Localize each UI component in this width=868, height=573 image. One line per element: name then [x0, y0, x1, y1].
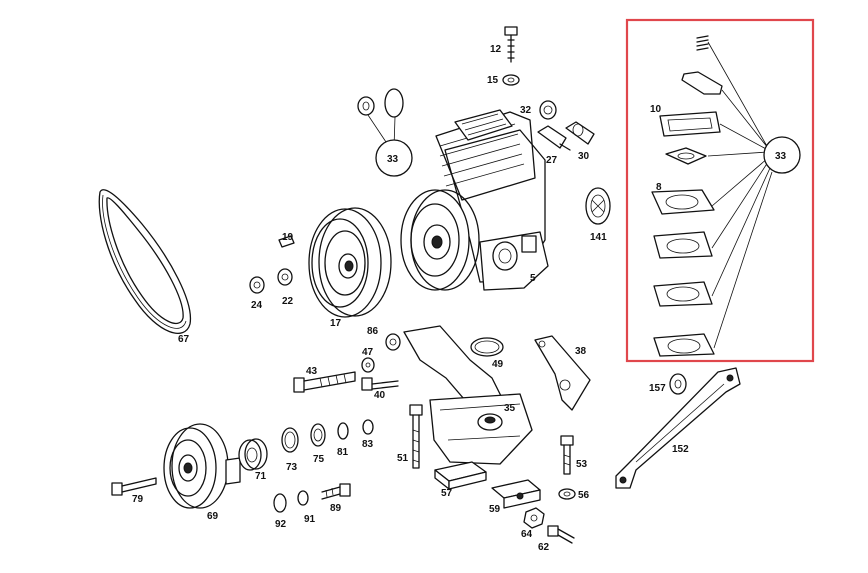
label-71: 71 — [255, 471, 267, 482]
fitting-27 — [537, 125, 571, 151]
label-10: 10 — [650, 104, 662, 115]
key-19 — [278, 235, 295, 248]
leader-lines-33 — [707, 41, 773, 349]
pulley-69 — [163, 423, 241, 509]
washer-86 — [385, 333, 401, 351]
bearing-71 — [238, 438, 268, 471]
label-8: 8 — [656, 182, 662, 193]
label-12: 12 — [490, 44, 502, 55]
spacer-57 — [434, 461, 487, 490]
nut-157 — [669, 373, 687, 395]
label-32: 32 — [520, 105, 532, 116]
label-53: 53 — [576, 459, 588, 470]
label-33a: 33 — [387, 154, 399, 165]
washer-81 — [337, 422, 349, 440]
label-86: 86 — [367, 326, 379, 337]
label-24: 24 — [251, 300, 263, 311]
tie-rod-152 — [615, 367, 741, 489]
label-33b: 33 — [775, 151, 787, 162]
ring-73 — [281, 427, 299, 453]
v-belt-67 — [98, 189, 192, 334]
callout-33b — [763, 136, 801, 174]
fitting-30 — [565, 121, 595, 145]
label-91: 91 — [304, 514, 316, 525]
spacer-59 — [491, 479, 541, 509]
cap-141 — [585, 187, 611, 225]
ring-75 — [310, 423, 326, 447]
label-157: 157 — [649, 383, 666, 394]
label-19: 19 — [282, 232, 294, 243]
label-43: 43 — [306, 366, 318, 377]
callout-33a — [375, 139, 413, 177]
label-67: 67 — [178, 334, 190, 345]
gasket-cylinder-2 — [653, 281, 713, 307]
label-27: 27 — [546, 155, 558, 166]
label-5: 5 — [530, 273, 536, 284]
pulley-17 — [308, 207, 392, 318]
bolt-62 — [547, 525, 575, 544]
nut-24 — [249, 276, 265, 294]
label-57: 57 — [441, 488, 453, 499]
bolt-53 — [560, 435, 574, 475]
label-62: 62 — [538, 542, 550, 553]
label-15: 15 — [487, 75, 499, 86]
label-152: 152 — [672, 444, 689, 455]
label-30: 30 — [578, 151, 590, 162]
washer-56 — [558, 488, 576, 500]
label-47: 47 — [362, 347, 374, 358]
bolt-89 — [321, 483, 351, 500]
bolt-40 — [361, 377, 399, 391]
label-17: 17 — [330, 318, 342, 329]
label-141: 141 — [590, 232, 607, 243]
oring-set-top — [357, 88, 404, 149]
washer-91 — [297, 490, 309, 506]
label-35: 35 — [504, 403, 516, 414]
oring-49 — [470, 337, 504, 357]
label-69: 69 — [207, 511, 219, 522]
label-89: 89 — [330, 503, 342, 514]
washer-92 — [273, 493, 287, 513]
label-75: 75 — [313, 454, 325, 465]
label-79: 79 — [132, 494, 144, 505]
gasket-8 — [651, 189, 715, 215]
label-83: 83 — [362, 439, 374, 450]
label-92: 92 — [275, 519, 287, 530]
bracket-35 — [403, 325, 533, 465]
washer-83 — [362, 419, 374, 435]
washer-47 — [361, 357, 375, 373]
label-49: 49 — [492, 359, 504, 370]
label-22: 22 — [282, 296, 294, 307]
washer-15 — [502, 74, 520, 86]
label-59: 59 — [489, 504, 501, 515]
gasket-valve-plate — [665, 147, 707, 165]
washer-22 — [277, 268, 293, 286]
label-64: 64 — [521, 529, 533, 540]
gasket-valve-strip — [681, 71, 723, 95]
bolt-51 — [409, 404, 423, 469]
gasket-cylinder-3 — [653, 333, 715, 357]
spring-part — [696, 35, 709, 51]
bolt-79 — [111, 477, 157, 496]
plate-38 — [534, 335, 591, 411]
gasket-10 — [659, 111, 721, 137]
nut-32 — [539, 100, 557, 120]
label-56: 56 — [578, 490, 590, 501]
label-51: 51 — [397, 453, 409, 464]
label-81: 81 — [337, 447, 349, 458]
compressor-5 — [400, 109, 549, 291]
label-40: 40 — [374, 390, 386, 401]
nut-64 — [523, 507, 545, 529]
label-73: 73 — [286, 462, 298, 473]
gasket-cylinder-1 — [653, 231, 713, 259]
highlight-box — [625, 18, 815, 363]
bolt-12 — [504, 26, 518, 63]
bolt-43 — [293, 371, 356, 393]
label-38: 38 — [575, 346, 587, 357]
